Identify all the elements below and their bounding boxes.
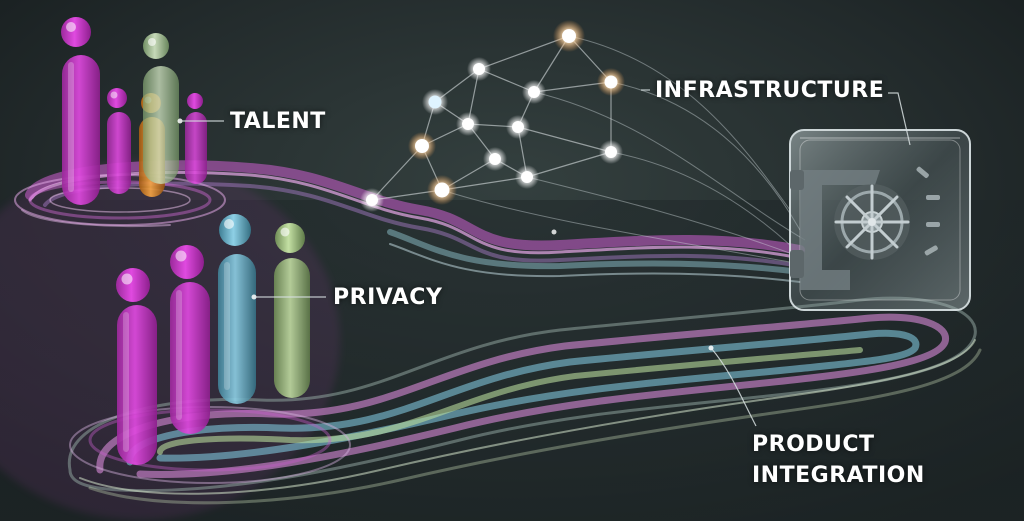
person-figure-icon	[274, 223, 310, 398]
vault-icon	[789, 129, 971, 311]
person-figure-icon	[116, 268, 157, 465]
person-figure-icon	[143, 33, 179, 184]
network-graph	[360, 20, 806, 263]
network-node-icon	[360, 188, 384, 212]
network-node-icon	[427, 175, 457, 205]
network-node-icon	[522, 80, 546, 104]
person-figure-icon	[170, 245, 210, 434]
person-figure-icon	[107, 88, 131, 194]
talent-figures	[61, 17, 207, 205]
infra-vault-leader-line	[888, 92, 911, 146]
network-node-icon	[553, 20, 585, 52]
track-marker-dot	[551, 229, 557, 235]
network-node-icon	[408, 132, 436, 160]
person-figure-icon	[185, 93, 207, 184]
label-product-line2: INTEGRATION	[752, 463, 925, 488]
label-product-integration: PRODUCT INTEGRATION	[752, 429, 925, 491]
dial-wheel-icon	[834, 184, 910, 260]
network-node-icon	[422, 89, 448, 115]
lower-ribbon-track	[67, 296, 982, 505]
network-node-icon	[515, 165, 539, 189]
network-node-icon	[483, 147, 507, 171]
network-node-icon	[506, 115, 530, 139]
person-figure-icon	[218, 214, 256, 404]
label-talent: TALENT	[230, 109, 326, 134]
network-node-icon	[456, 112, 480, 136]
network-node-icon	[467, 57, 491, 81]
label-infrastructure: INFRASTRUCTURE	[655, 78, 885, 103]
product-leader-line	[710, 347, 757, 427]
label-product-line1: PRODUCT	[752, 432, 875, 457]
person-figure-icon	[61, 17, 100, 205]
network-node-icon	[599, 140, 623, 164]
label-privacy: PRIVACY	[333, 285, 443, 310]
network-node-icon	[597, 68, 625, 96]
privacy-figures	[116, 214, 310, 465]
leader-lines	[177, 89, 911, 427]
